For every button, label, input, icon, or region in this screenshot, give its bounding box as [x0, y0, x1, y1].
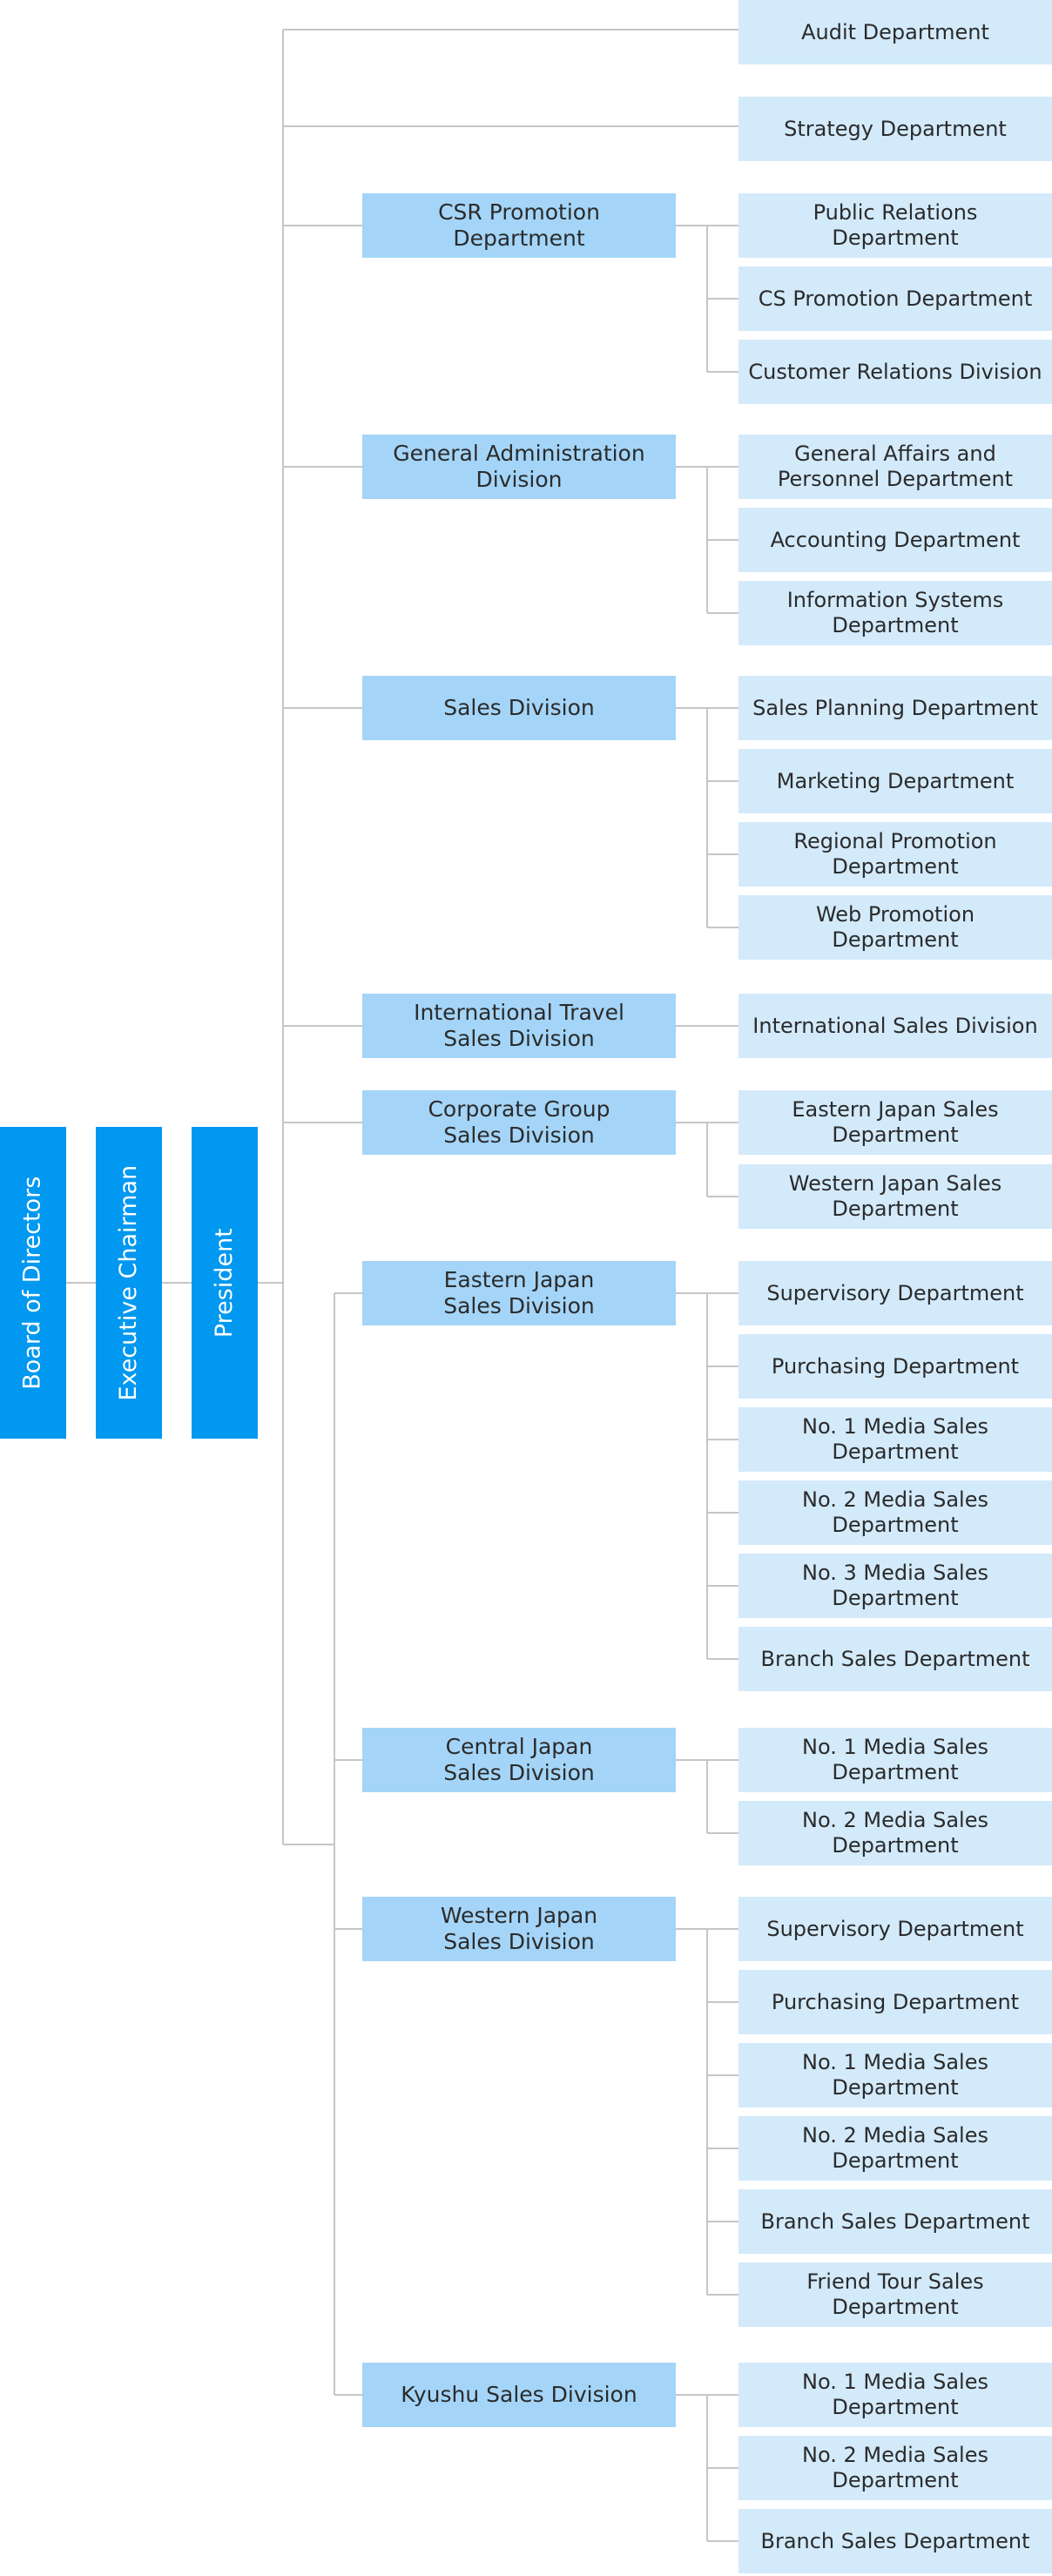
department-label: Information Systems Department [786, 588, 1004, 637]
department-label: No. 2 Media Sales Department [802, 2123, 988, 2173]
department-box: CS Promotion Department [738, 266, 1052, 331]
division-label: Kyushu Sales Division [401, 2382, 637, 2407]
department-label: International Sales Division [752, 1013, 1038, 1038]
president-box: President [192, 1127, 258, 1439]
department-label: Purchasing Department [771, 1353, 1020, 1379]
department-label: Marketing Department [776, 768, 1015, 793]
president-label: President [210, 1228, 238, 1338]
division-label: International Travel Sales Division [414, 1000, 624, 1051]
department-label: Purchasing Department [771, 1989, 1020, 2014]
division-label: Corporate Group Sales Division [428, 1096, 610, 1148]
division-label: General Administration Division [393, 441, 645, 492]
department-box: Sales Planning Department [738, 676, 1052, 740]
division-box: Central Japan Sales Division [362, 1728, 676, 1792]
division-box: Western Japan Sales Division [362, 1897, 676, 1961]
department-label: Western Japan Sales Department [788, 1171, 1002, 1221]
department-label: No. 1 Media Sales Department [802, 1414, 988, 1464]
department-label: Supervisory Department [766, 1916, 1024, 1941]
department-box: Regional Promotion Department [738, 822, 1052, 887]
department-box: Branch Sales Department [738, 1627, 1052, 1691]
division-box: Sales Division [362, 676, 676, 740]
department-label: Eastern Japan Sales Department [792, 1097, 999, 1147]
department-box: No. 1 Media Sales Department [738, 1407, 1052, 1472]
direct-department-label: Strategy Department [784, 116, 1007, 141]
department-label: No. 3 Media Sales Department [802, 1561, 988, 1610]
division-box: Eastern Japan Sales Division [362, 1261, 676, 1325]
department-box: Web Promotion Department [738, 895, 1052, 960]
department-box: Information Systems Department [738, 581, 1052, 645]
department-box: Public Relations Department [738, 193, 1052, 258]
department-label: Friend Tour Sales Department [806, 2269, 984, 2319]
board-of-directors-label: Board of Directors [18, 1176, 46, 1390]
department-box: No. 1 Media Sales Department [738, 1728, 1052, 1792]
department-box: Eastern Japan Sales Department [738, 1090, 1052, 1155]
department-box: No. 2 Media Sales Department [738, 1480, 1052, 1545]
department-label: Web Promotion Department [815, 902, 975, 952]
division-box: Corporate Group Sales Division [362, 1090, 676, 1155]
department-label: Supervisory Department [766, 1280, 1024, 1305]
department-box: Friend Tour Sales Department [738, 2262, 1052, 2327]
department-box: Branch Sales Department [738, 2189, 1052, 2254]
department-label: No. 2 Media Sales Department [802, 1808, 988, 1858]
department-label: No. 1 Media Sales Department [802, 2050, 988, 2100]
direct-department-box: Audit Department [738, 0, 1052, 64]
department-box: Western Japan Sales Department [738, 1164, 1052, 1229]
department-box: Branch Sales Department [738, 2509, 1052, 2573]
division-box: Kyushu Sales Division [362, 2363, 676, 2427]
department-label: Branch Sales Department [760, 2528, 1030, 2553]
department-box: Accounting Department [738, 508, 1052, 572]
department-box: No. 2 Media Sales Department [738, 2436, 1052, 2500]
department-label: Accounting Department [770, 527, 1021, 552]
department-box: International Sales Division [738, 994, 1052, 1058]
division-label: Eastern Japan Sales Division [443, 1267, 595, 1318]
department-label: General Affairs and Personnel Department [777, 442, 1014, 491]
department-box: Supervisory Department [738, 1261, 1052, 1325]
department-label: Customer Relations Division [748, 359, 1042, 384]
division-box: International Travel Sales Division [362, 994, 676, 1058]
division-box: CSR Promotion Department [362, 193, 676, 258]
department-label: Public Relations Department [813, 200, 978, 250]
department-label: Regional Promotion Department [793, 829, 997, 879]
department-label: No. 1 Media Sales Department [802, 1735, 988, 1784]
direct-department-label: Audit Department [801, 19, 989, 44]
department-label: Sales Planning Department [752, 695, 1038, 720]
division-label: CSR Promotion Department [438, 199, 600, 251]
department-label: Branch Sales Department [760, 1646, 1030, 1671]
department-box: No. 2 Media Sales Department [738, 1801, 1052, 1865]
direct-department-box: Strategy Department [738, 97, 1052, 161]
department-label: No. 2 Media Sales Department [802, 2443, 988, 2492]
department-box: No. 3 Media Sales Department [738, 1554, 1052, 1618]
department-box: Supervisory Department [738, 1897, 1052, 1961]
division-label: Western Japan Sales Division [440, 1903, 598, 1954]
board-of-directors-box: Board of Directors [0, 1127, 66, 1439]
executive-chairman-box: Executive Chairman [96, 1127, 162, 1439]
department-box: General Affairs and Personnel Department [738, 435, 1052, 499]
department-label: CS Promotion Department [758, 286, 1033, 311]
department-box: Purchasing Department [738, 1334, 1052, 1399]
department-label: No. 1 Media Sales Department [802, 2370, 988, 2419]
division-label: Central Japan Sales Division [443, 1734, 595, 1785]
executive-chairman-label: Executive Chairman [114, 1164, 142, 1401]
department-box: No. 2 Media Sales Department [738, 2116, 1052, 2181]
division-box: General Administration Division [362, 435, 676, 499]
department-label: Branch Sales Department [760, 2208, 1030, 2234]
department-box: No. 1 Media Sales Department [738, 2043, 1052, 2107]
department-label: No. 2 Media Sales Department [802, 1487, 988, 1537]
department-box: No. 1 Media Sales Department [738, 2363, 1052, 2427]
department-box: Customer Relations Division [738, 340, 1052, 404]
department-box: Marketing Department [738, 749, 1052, 813]
department-box: Purchasing Department [738, 1970, 1052, 2034]
division-label: Sales Division [443, 695, 595, 720]
